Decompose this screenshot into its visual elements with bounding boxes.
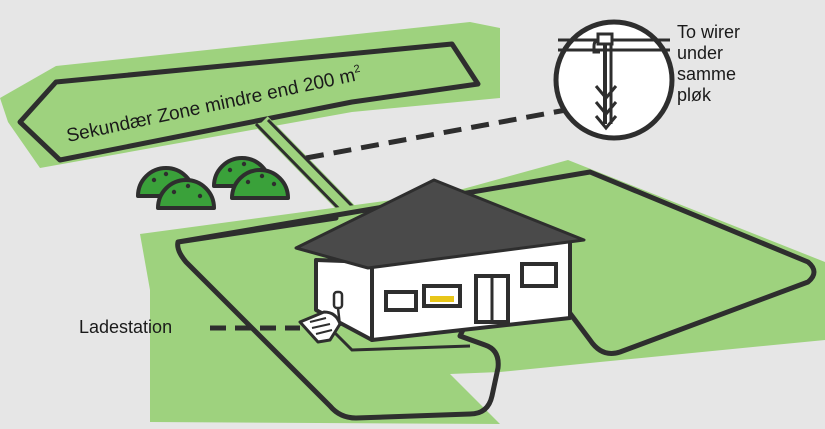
charging-station-icon — [298, 310, 342, 344]
secondary-zone-boundary-wire — [17, 41, 481, 163]
wire-callout-line — [305, 107, 567, 161]
main-boundary-wire — [175, 169, 817, 421]
secondary-zone-lawn — [0, 22, 500, 168]
bush-icon — [230, 168, 290, 200]
two-wires-callout-line-2: under — [677, 43, 724, 63]
wall-power-supply — [332, 290, 344, 310]
house-icon — [294, 178, 586, 342]
charging-station-wire — [328, 326, 471, 352]
charging-station-label: Ladestation — [79, 317, 173, 337]
house-window — [384, 290, 418, 312]
bush-icon — [156, 178, 216, 210]
bushes — [136, 156, 290, 210]
two-wires-callout-line-3: samme — [677, 64, 737, 84]
two-wires-callout-line-1: To wirer — [677, 22, 741, 42]
secondary-zone: Sekundær Zone mindre end 200 m2 — [0, 22, 500, 168]
house-roof — [294, 178, 586, 270]
two-wires-callout-line-4: pløk — [677, 85, 712, 105]
house-window — [520, 262, 558, 288]
boundary-wire-peg-icon — [553, 19, 675, 141]
area-unit-superscript: 2 — [353, 63, 361, 76]
double-wire-corridor — [254, 116, 358, 218]
two-wires-callout: To wirer under samme pløk — [677, 22, 740, 106]
